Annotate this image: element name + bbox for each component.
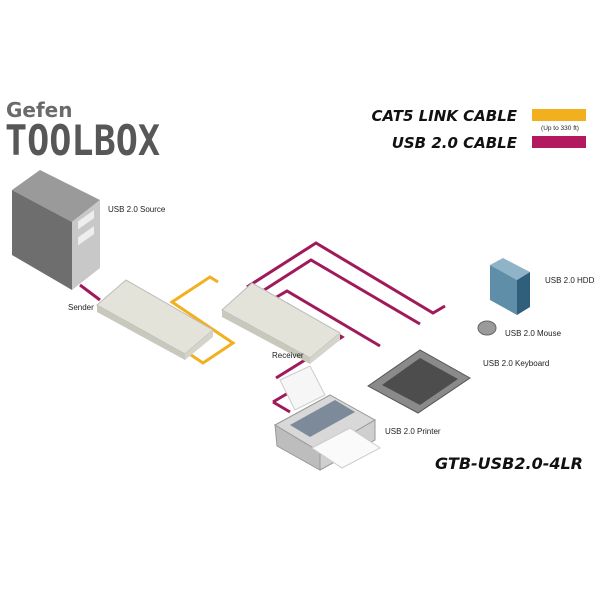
computer-tower-icon bbox=[12, 170, 100, 290]
legend-usb-swatch bbox=[532, 136, 586, 148]
legend-cat5-swatch bbox=[532, 109, 586, 121]
legend-usb-label: USB 2.0 CABLE bbox=[392, 134, 518, 152]
gefen-toolbox-logo: Gefen TOOLBOX bbox=[5, 98, 160, 165]
legend-cat5-note: (Up to 330 ft) bbox=[541, 125, 579, 132]
logo-brand: Gefen bbox=[6, 98, 72, 122]
usb-cable-source bbox=[79, 283, 101, 302]
label-printer: USB 2.0 Printer bbox=[385, 427, 441, 436]
sender-unit-icon bbox=[96, 279, 214, 360]
label-keyboard: USB 2.0 Keyboard bbox=[483, 359, 549, 368]
usb-cable-hdd bbox=[246, 241, 446, 315]
label-source: USB 2.0 Source bbox=[108, 205, 166, 214]
hdd-icon bbox=[490, 258, 530, 315]
keyboard-icon bbox=[367, 349, 471, 414]
label-sender: Sender bbox=[68, 303, 94, 312]
label-receiver: Receiver bbox=[272, 351, 304, 360]
legend-cat5-label: CAT5 LINK CABLE bbox=[372, 107, 518, 125]
legend: CAT5 LINK CABLE (Up to 330 ft) USB 2.0 C… bbox=[372, 107, 586, 152]
logo-product: TOOLBOX bbox=[5, 116, 160, 165]
receiver-unit-icon bbox=[221, 282, 341, 364]
printer-icon bbox=[273, 365, 381, 471]
label-mouse: USB 2.0 Mouse bbox=[505, 329, 562, 338]
usb-cable-mouse bbox=[257, 258, 421, 326]
label-hdd: USB 2.0 HDD bbox=[545, 276, 595, 285]
mouse-icon bbox=[477, 320, 497, 336]
model-number: GTB-USB2.0-4LR bbox=[435, 454, 583, 473]
cat5-cable bbox=[169, 275, 236, 365]
